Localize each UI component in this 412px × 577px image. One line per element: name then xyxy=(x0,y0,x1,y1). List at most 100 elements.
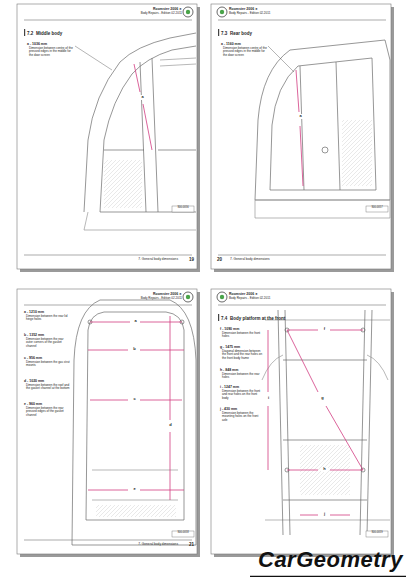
dimension-line xyxy=(134,64,140,92)
body-side-illustration xyxy=(100,46,196,212)
callout-letter: g xyxy=(319,396,326,401)
dimension-item: e - 960 mm xyxy=(24,402,70,406)
dimension-description: Dimension between centre of the pressed … xyxy=(29,47,73,57)
callout-letter: b xyxy=(131,347,138,352)
dimension-description: Dimension between centre of the pressed … xyxy=(223,47,267,57)
rear-hatch-illustration xyxy=(72,300,196,545)
body-side-illustration xyxy=(140,58,158,212)
dimension-item: b - 1352 mm xyxy=(24,333,70,337)
figure-id-box xyxy=(172,206,194,212)
figure-id-box xyxy=(366,206,388,212)
page-rule xyxy=(24,540,192,541)
page-rule xyxy=(218,305,386,306)
dimension-line xyxy=(88,490,128,491)
leader-line xyxy=(268,46,294,72)
section-bar xyxy=(24,29,219,321)
dimension-line xyxy=(268,330,269,392)
dimension-description: Dimension between the roof and the gaske… xyxy=(26,384,70,391)
dimension-line xyxy=(300,515,318,516)
page-rule xyxy=(24,20,192,21)
underbody-illustration xyxy=(283,360,367,500)
rear-body-illustration xyxy=(342,120,372,186)
rear-body-illustration xyxy=(255,200,390,218)
dimension-line xyxy=(88,350,128,351)
page-footer: 7. General body dimensions xyxy=(110,543,178,547)
dimension-description: Dimension between the rear pressed edges… xyxy=(26,407,70,417)
dimension-description: Dimension between the gas strut mounts xyxy=(26,361,70,368)
dimension-line xyxy=(287,330,318,392)
page-rule xyxy=(24,255,192,256)
underbody-illustration xyxy=(262,310,390,535)
dimension-line xyxy=(326,406,363,470)
dimension-description: Diagonal dimension between the front and… xyxy=(222,350,264,360)
callout-letter: i xyxy=(265,396,272,401)
section-number: 7.3 xyxy=(221,31,231,36)
underbody-illustration xyxy=(278,310,372,535)
brand-logo xyxy=(183,292,193,302)
page-sheet xyxy=(211,4,391,269)
dimension-item: a - 1210 mm xyxy=(24,310,70,314)
dimension-line xyxy=(287,330,318,331)
dimension-line xyxy=(330,470,363,471)
page-header: Roomster 2006 ➤ xyxy=(229,7,311,11)
dimension-line xyxy=(287,470,318,471)
callout-letter: j xyxy=(321,512,328,517)
rear-body-illustration xyxy=(322,147,328,153)
body-side-illustration xyxy=(84,33,196,212)
rear-hatch-illustration xyxy=(72,300,196,545)
dimension-line xyxy=(140,350,184,351)
watermark: CarGeometry xyxy=(258,549,403,571)
rear-body-illustration xyxy=(300,62,340,190)
leader-line xyxy=(75,46,112,70)
page-sheet xyxy=(17,289,197,554)
dimension-item: j - 430 mm xyxy=(220,407,264,411)
brand-logo xyxy=(186,10,190,14)
dimension-description: Dimension between the rear lid hinge hol… xyxy=(26,315,70,322)
page-sheet xyxy=(17,4,197,269)
figure-id-box xyxy=(172,206,388,537)
callout-letter: a xyxy=(139,95,146,100)
dimension-description: Dimension between the rear holes xyxy=(222,373,264,380)
section-title: Body platform at the front xyxy=(230,316,290,321)
body-side-illustration xyxy=(104,150,196,151)
page-header: Roomster 2006 ➤ xyxy=(100,7,182,11)
rear-hatch-illustration xyxy=(86,312,184,520)
section-bar xyxy=(218,314,219,321)
dimension-description: Dimension between the front holes xyxy=(222,332,264,339)
rear-body-illustration xyxy=(255,40,390,218)
dimension-item: a - 1036 mm xyxy=(27,42,75,46)
dimension-line xyxy=(330,515,350,516)
dimension-item: h - 848 mm xyxy=(220,368,264,372)
dimension-description: Dimension between the rear outer corners… xyxy=(26,338,70,348)
dimension-line xyxy=(300,126,303,186)
page-footer: 7. General body dimensions xyxy=(230,258,298,262)
callout-letter: c xyxy=(131,397,138,402)
page-rule xyxy=(24,20,386,540)
dimension-line xyxy=(90,322,130,323)
brand-logo xyxy=(217,292,227,302)
page-rule xyxy=(24,305,192,306)
watermark-underline xyxy=(250,576,406,577)
figure-id-box xyxy=(366,531,388,537)
section-title: Middle body xyxy=(36,31,86,36)
leader-line xyxy=(268,46,294,72)
dimension-line xyxy=(330,330,363,331)
page-header: Body Repairs - Edition 02.2011 xyxy=(100,297,182,300)
section-title: Rear body xyxy=(230,31,280,36)
dimension-line xyxy=(143,104,152,150)
dimension-line xyxy=(268,406,269,470)
page-header: Body Repairs - Edition 02.2011 xyxy=(229,297,311,300)
rear-hatch-illustration xyxy=(96,505,176,517)
brand-logo xyxy=(220,295,224,299)
page-number: 21 xyxy=(180,542,194,547)
body-side-illustration xyxy=(104,160,142,208)
dimension-description: Dimension between the front and rear hol… xyxy=(222,390,264,400)
watermark-underline xyxy=(250,576,406,577)
dimension-line xyxy=(140,400,182,401)
page-header: Body Repairs - Edition 02.2011 xyxy=(100,12,182,15)
callout-letter: e xyxy=(131,487,138,492)
dimension-item: c - 956 mm xyxy=(24,356,70,360)
rear-body-illustration xyxy=(270,58,376,190)
page-sheet xyxy=(211,289,391,554)
